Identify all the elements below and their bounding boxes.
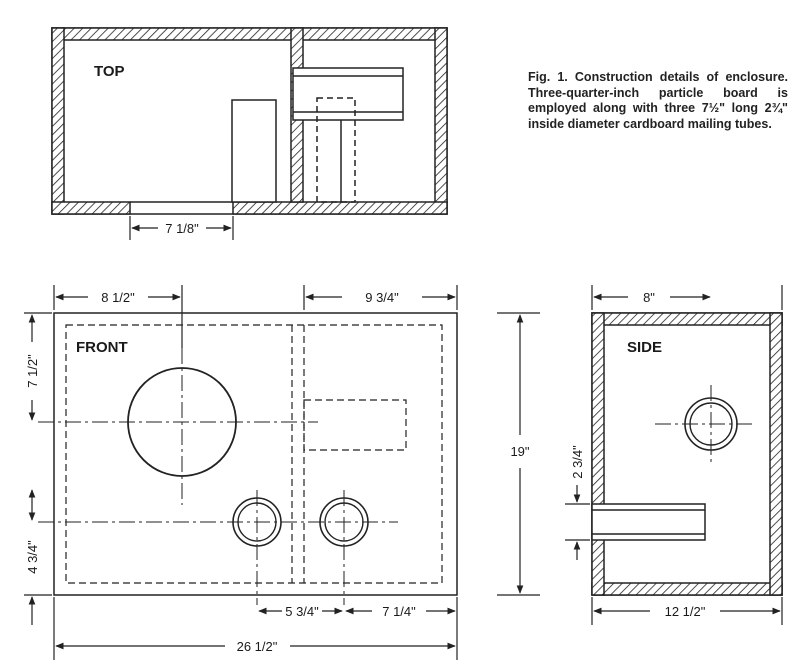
side-view-title: SIDE	[627, 339, 662, 356]
top-wall-right	[434, 27, 448, 215]
dim-port-spacing-a: 5 3/4"	[285, 604, 319, 619]
front-view	[38, 312, 458, 605]
side-view	[591, 312, 783, 596]
dim-lower-height: 4 3/4"	[25, 540, 40, 574]
top-wall-left	[51, 27, 65, 215]
side-dim-depth: 12 1/2"	[665, 604, 706, 619]
top-dim-port-label: 7 1/8"	[165, 221, 199, 236]
front-hidden-tube	[303, 399, 407, 451]
side-wall-back	[769, 312, 783, 596]
dim-upper-height: 7 1/2"	[25, 354, 40, 388]
dim-right-section: 9 3/4"	[365, 290, 399, 305]
side-wall-top	[591, 312, 783, 326]
top-wall-back	[51, 27, 448, 41]
side-dim-top: 8"	[643, 290, 655, 305]
top-dim-port	[129, 216, 234, 240]
front-inner-hidden	[65, 324, 443, 584]
side-dim-tube: 2 3/4"	[570, 445, 585, 479]
top-woofer-block	[231, 99, 277, 203]
side-outline	[591, 312, 783, 596]
side-dimensions	[565, 285, 783, 625]
top-wall-front-left	[51, 201, 131, 215]
dim-left-section: 8 1/2"	[101, 290, 135, 305]
top-wall-front-right	[232, 201, 448, 215]
dim-port-spacing-b: 7 1/4"	[382, 604, 416, 619]
top-view	[51, 27, 448, 215]
side-wall-front	[591, 312, 605, 596]
front-outline	[53, 312, 458, 596]
dim-total-width: 26 1/2"	[237, 639, 278, 654]
top-view-title: TOP	[94, 63, 125, 80]
top-hidden-tube	[316, 97, 356, 203]
side-wall-bottom	[591, 582, 783, 596]
dim-total-height: 19"	[510, 444, 529, 459]
figure-caption: Fig. 1. Construction details of enclosur…	[528, 70, 788, 131]
front-dimensions	[24, 285, 458, 660]
height-dimension	[497, 312, 540, 596]
front-view-title: FRONT	[76, 339, 128, 356]
